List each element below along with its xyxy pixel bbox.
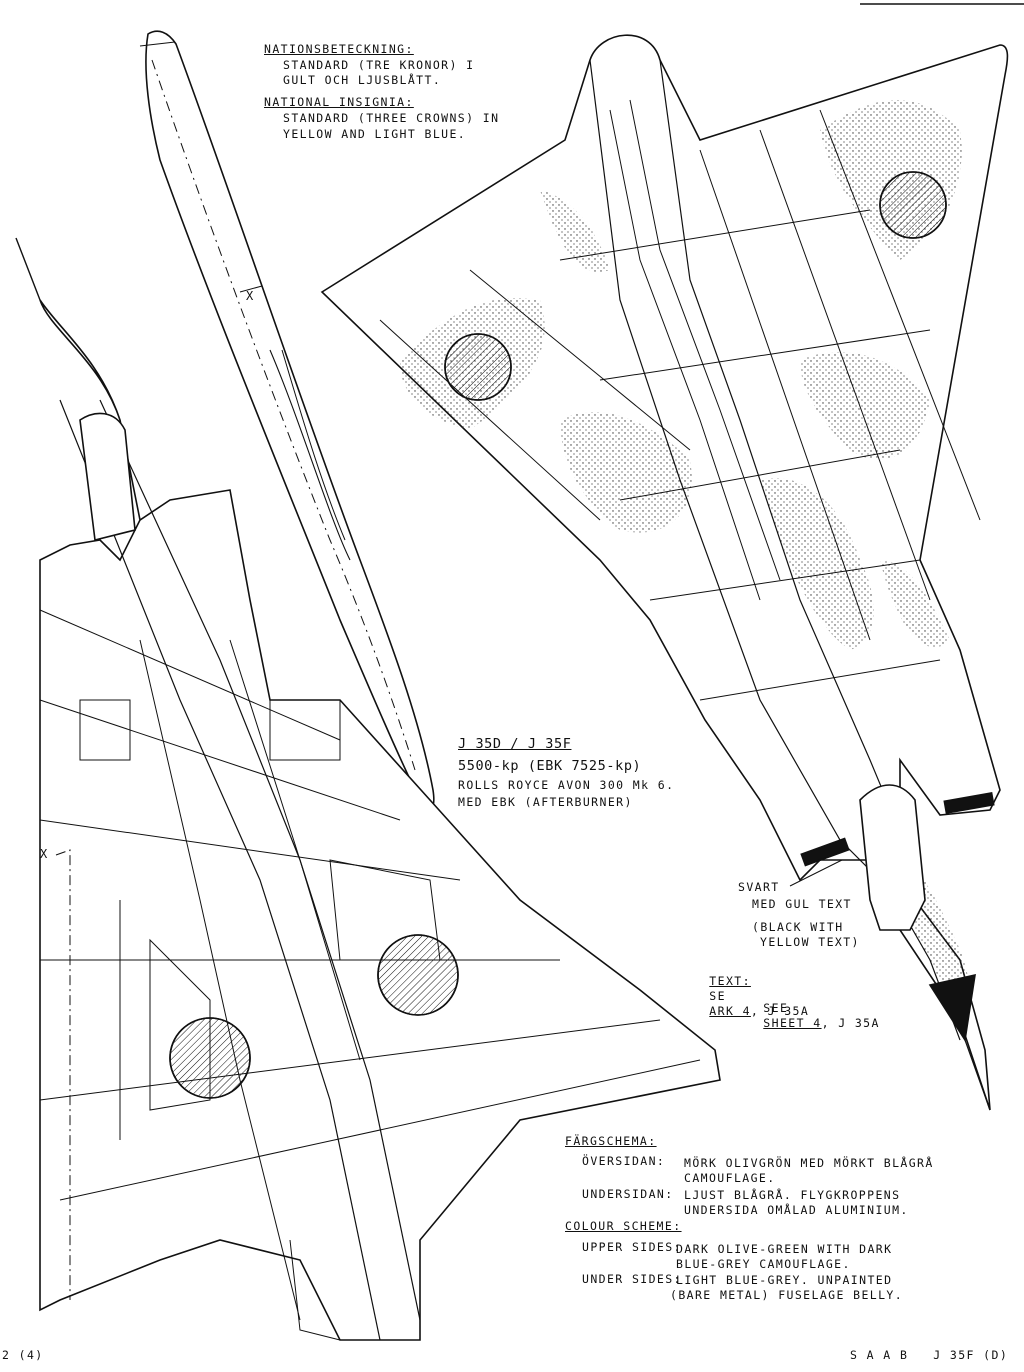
text-en-link: SHEET 4 <box>763 1016 822 1030</box>
color-en-upper-2: BLUE-GREY CAMOUFLAGE. <box>676 1257 851 1271</box>
color-en-under-2: (BARE METAL) FUSELAGE BELLY. <box>670 1288 904 1302</box>
color-sv-upper-1: MÖRK OLIVGRÖN MED MÖRKT BLÅGRÅ <box>684 1156 934 1170</box>
underside-view <box>15 237 721 1341</box>
color-sv-upper-label: ÖVERSIDAN: <box>582 1154 666 1168</box>
black-line1: (BLACK WITH <box>752 920 844 934</box>
text-label: TEXT: <box>709 974 751 988</box>
svart-line2: MED GUL TEXT <box>752 897 852 911</box>
insignia-sv-line2: GULT OCH LJUSBLÅTT. <box>283 73 442 87</box>
color-en-upper-1: DARK OLIVE-GREEN WITH DARK <box>676 1242 893 1256</box>
color-sv-under-2: UNDERSIDA OMÅLAD ALUMINIUM. <box>684 1203 909 1217</box>
color-en-under-label: UNDER SIDES: <box>582 1272 682 1286</box>
insignia-sv-heading: NATIONSBETECKNING: <box>264 42 414 56</box>
text-sv-link: ARK 4 <box>709 1004 751 1018</box>
color-en-under-1: LIGHT BLUE-GREY. UNPAINTED <box>676 1273 893 1287</box>
upper-view <box>320 34 1009 1111</box>
text-en-suffix: , J 35A <box>821 1016 880 1030</box>
page-number: 2 (4) <box>2 1348 44 1362</box>
color-sv-under-label: UNDERSIDAN: <box>582 1187 674 1201</box>
text-en-prefix: SEE <box>763 1001 789 1015</box>
aircraft-title: S A A B J 35F (D) <box>850 1348 1009 1362</box>
model-title: J 35D / J 35F <box>458 736 572 752</box>
black-line2: YELLOW TEXT) <box>760 935 860 949</box>
color-sv-heading: FÄRGSCHEMA: <box>565 1134 657 1148</box>
color-sv-under-1: LJUST BLÅGRÅ. FLYGKROPPENS <box>684 1188 901 1202</box>
insignia-sv-line1: STANDARD (TRE KRONOR) I <box>283 58 475 72</box>
engine-line1: 5500-kp (EBK 7525-kp) <box>458 758 642 774</box>
insignia-en-line2: YELLOW AND LIGHT BLUE. <box>283 127 467 141</box>
insignia-en-line1: STANDARD (THREE CROWNS) IN <box>283 111 500 125</box>
color-en-heading: COLOUR SCHEME: <box>565 1219 682 1233</box>
section-marker-side-label: X <box>246 289 254 303</box>
svart-line1: SVART <box>738 880 780 894</box>
color-en-upper-label: UPPER SIDES: <box>582 1240 682 1254</box>
color-sv-upper-2: CAMOUFLAGE. <box>684 1171 776 1185</box>
text-sv-prefix: SE <box>709 989 726 1003</box>
section-marker-under-label: X <box>40 847 48 861</box>
insignia-en-heading: NATIONAL INSIGNIA: <box>264 95 414 109</box>
engine-line2: ROLLS ROYCE AVON 300 Mk 6. <box>458 778 675 792</box>
engine-line3: MED EBK (AFTERBURNER) <box>458 795 633 809</box>
text-sv-suffix: , J 35A <box>750 1004 810 1018</box>
